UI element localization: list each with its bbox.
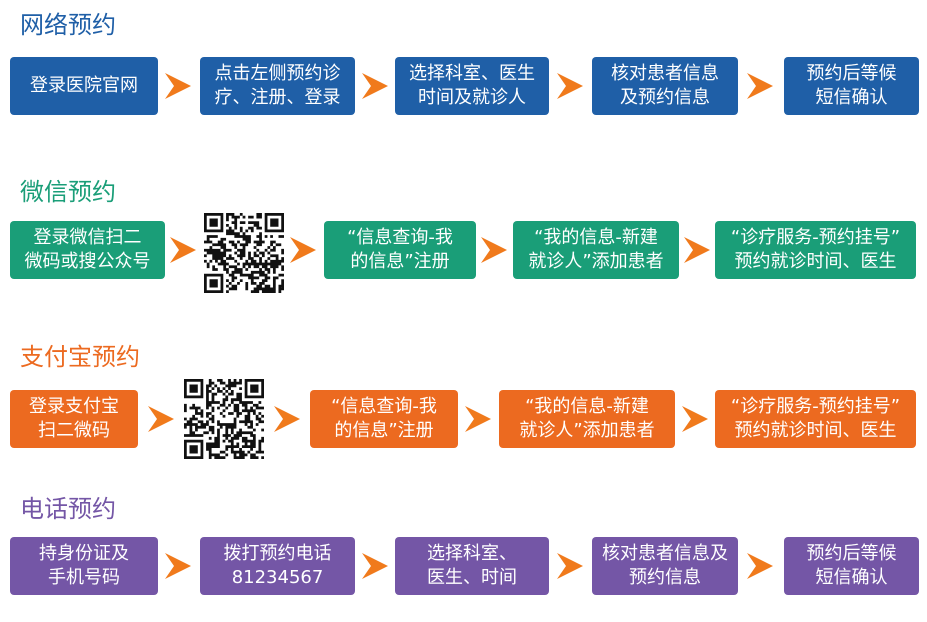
step-text: 登录医院官网 bbox=[30, 75, 138, 96]
arrow-right-icon bbox=[148, 406, 174, 432]
wechat-step-3: “我的信息-新建 就诊人”添加患者 bbox=[513, 221, 679, 279]
step-text: 预约后等候 bbox=[806, 543, 897, 564]
step-text: 核对患者信息及 bbox=[602, 543, 728, 564]
arrow-right-icon bbox=[682, 406, 708, 432]
phone-step-2: 拨打预约电话 81234567 bbox=[200, 537, 355, 595]
step-text: 的信息”注册 bbox=[350, 251, 450, 272]
step-text: 核对患者信息 bbox=[611, 63, 719, 84]
arrow-right-icon bbox=[165, 553, 191, 579]
step-text: 拨打预约电话 bbox=[223, 543, 332, 564]
step-text: 微码或搜公众号 bbox=[24, 251, 151, 272]
step-text: 医生、时间 bbox=[427, 567, 517, 588]
arrow-right-icon bbox=[362, 553, 388, 579]
arrow-right-icon bbox=[557, 73, 583, 99]
step-text: 手机号码 bbox=[48, 567, 120, 588]
qr-code-icon bbox=[204, 213, 284, 293]
step-text: 预约后等候 bbox=[806, 63, 897, 84]
arrow-right-icon bbox=[747, 553, 773, 579]
phone-step-3: 选择科室、 医生、时间 bbox=[395, 537, 549, 595]
step-text: 时间及就诊人 bbox=[418, 87, 526, 108]
step-text: 短信确认 bbox=[815, 567, 888, 588]
phone-step-5: 预约后等候 短信确认 bbox=[784, 537, 919, 595]
alipay-step-4: “诊疗服务-预约挂号” 预约就诊时间、医生 bbox=[715, 390, 916, 448]
web-step-3: 选择科室、医生 时间及就诊人 bbox=[395, 57, 549, 115]
step-text: “信息查询-我 bbox=[347, 227, 453, 248]
step-text: 登录支付宝 bbox=[29, 396, 119, 417]
step-text: “我的信息-新建 bbox=[534, 227, 658, 248]
arrow-right-icon bbox=[170, 237, 196, 263]
step-text: 短信确认 bbox=[815, 87, 888, 108]
qr-code-icon bbox=[184, 379, 264, 459]
section-title-web: 网络预约 bbox=[20, 11, 116, 39]
arrow-right-icon bbox=[747, 73, 773, 99]
step-text: 就诊人”添加患者 bbox=[528, 251, 664, 272]
step-text: 点击左侧预约诊 bbox=[214, 63, 341, 84]
section-title-alipay: 支付宝预约 bbox=[20, 343, 140, 371]
step-text: 选择科室、医生 bbox=[409, 63, 535, 84]
alipay-step-3: “我的信息-新建 就诊人”添加患者 bbox=[499, 390, 675, 448]
wechat-step-1: 登录微信扫二 微码或搜公众号 bbox=[10, 221, 165, 279]
step-text: 持身份证及 bbox=[39, 543, 129, 564]
step-text: 预约信息 bbox=[629, 567, 701, 588]
wechat-step-4: “诊疗服务-预约挂号” 预约就诊时间、医生 bbox=[715, 221, 916, 279]
arrow-right-icon bbox=[684, 237, 710, 263]
section-title-wechat: 微信预约 bbox=[20, 178, 116, 206]
step-text: 的信息”注册 bbox=[334, 420, 434, 441]
alipay-step-2: “信息查询-我 的信息”注册 bbox=[310, 390, 458, 448]
step-text: 就诊人”添加患者 bbox=[519, 420, 655, 441]
web-step-1: 登录医院官网 bbox=[10, 57, 158, 115]
step-text: “信息查询-我 bbox=[331, 396, 437, 417]
step-text: “我的信息-新建 bbox=[525, 396, 649, 417]
step-text: “诊疗服务-预约挂号” bbox=[730, 396, 901, 417]
step-text: 扫二微码 bbox=[38, 420, 110, 441]
arrow-right-icon bbox=[465, 406, 491, 432]
step-text: 及预约信息 bbox=[620, 87, 710, 108]
wechat-step-2: “信息查询-我 的信息”注册 bbox=[324, 221, 476, 279]
step-text: 预约就诊时间、医生 bbox=[734, 420, 897, 441]
alipay-step-1: 登录支付宝 扫二微码 bbox=[10, 390, 138, 448]
web-step-5: 预约后等候 短信确认 bbox=[784, 57, 919, 115]
step-text: 81234567 bbox=[231, 567, 324, 588]
phone-step-4: 核对患者信息及 预约信息 bbox=[592, 537, 738, 595]
step-text: 预约就诊时间、医生 bbox=[734, 251, 897, 272]
arrow-right-icon bbox=[481, 237, 507, 263]
arrow-right-icon bbox=[274, 406, 300, 432]
arrow-right-icon bbox=[362, 73, 388, 99]
step-text: 疗、注册、登录 bbox=[214, 87, 341, 108]
arrow-right-icon bbox=[290, 237, 316, 263]
arrow-right-icon bbox=[557, 553, 583, 579]
step-text: 登录微信扫二 bbox=[33, 227, 142, 248]
section-title-phone: 电话预约 bbox=[20, 495, 116, 523]
web-step-2: 点击左侧预约诊 疗、注册、登录 bbox=[200, 57, 355, 115]
step-text: “诊疗服务-预约挂号” bbox=[730, 227, 901, 248]
phone-step-1: 持身份证及 手机号码 bbox=[10, 537, 158, 595]
arrow-right-icon bbox=[165, 73, 191, 99]
step-text: 选择科室、 bbox=[427, 543, 517, 564]
web-step-4: 核对患者信息 及预约信息 bbox=[592, 57, 738, 115]
